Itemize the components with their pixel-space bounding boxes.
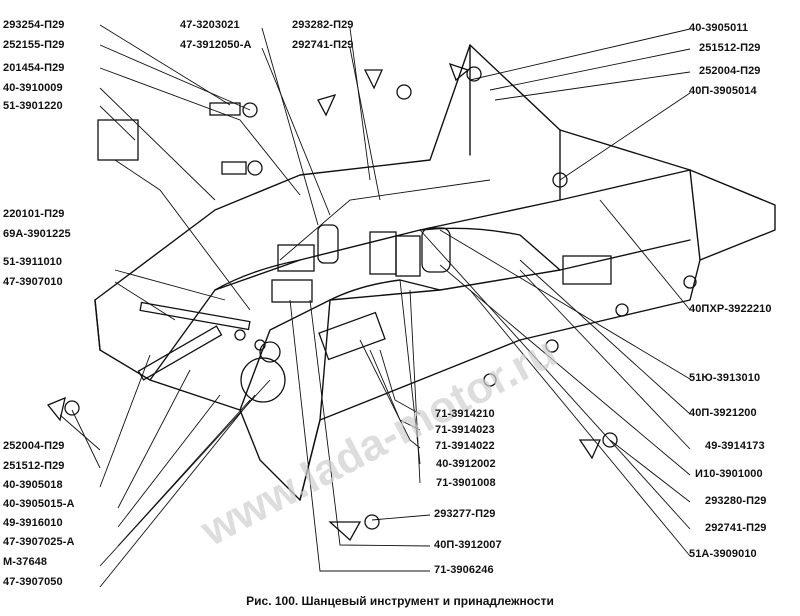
part-label: 71-3906246 xyxy=(434,564,494,576)
part-label: 69А-3901225 xyxy=(3,228,71,240)
part-label: 51-3911010 xyxy=(3,256,63,268)
part-label: 71-3901008 xyxy=(436,477,496,489)
part-label: 220101-П29 xyxy=(3,208,65,220)
part-label: 71-3914023 xyxy=(435,424,495,436)
part-label: И10-3901000 xyxy=(695,468,763,480)
part-label: 293280-П29 xyxy=(705,495,767,507)
part-label: 49-3914173 xyxy=(705,440,765,452)
part-label: 51Ю-3913010 xyxy=(689,372,761,384)
part-label: 40-3905011 xyxy=(689,22,749,34)
part-label: 47-3907025-А xyxy=(3,536,75,548)
part-label: 47-3907010 xyxy=(3,276,63,288)
part-label: 49-3916010 xyxy=(3,517,63,529)
part-label: 40ПХР-3922210 xyxy=(689,303,772,315)
part-label: 47-3907050 xyxy=(3,576,63,588)
canister-2 xyxy=(395,235,421,277)
first-aid-kit xyxy=(277,244,315,272)
part-label: 51-3901220 xyxy=(3,100,63,112)
part-label: 252004-П29 xyxy=(3,440,65,452)
crowbar xyxy=(139,301,251,331)
part-label: 40-3905018 xyxy=(3,479,63,491)
part-label: М-37648 xyxy=(3,556,48,568)
shovel-handle xyxy=(137,325,223,381)
part-label: 51А-3909010 xyxy=(689,548,757,560)
tow-block xyxy=(562,255,612,285)
bucket xyxy=(421,227,451,273)
figure-caption: Рис. 100. Шанцевый инструмент и принадле… xyxy=(246,594,554,608)
part-label: 293282-П29 xyxy=(292,19,354,31)
part-label: 292741-П29 xyxy=(292,39,354,51)
part-label: 71-3914210 xyxy=(435,408,495,420)
part-label: 292741-П29 xyxy=(705,522,767,534)
part-label: 252004-П29 xyxy=(699,65,761,77)
part-label: 251512-П29 xyxy=(699,42,761,54)
part-label: 252155-П29 xyxy=(3,39,65,51)
part-label: 40-3910009 xyxy=(3,82,63,94)
part-label: 201454-П29 xyxy=(3,62,65,74)
part-label: 47-3912050-А xyxy=(180,39,252,51)
part-label: 40П-3921200 xyxy=(689,407,757,419)
part-label: 40-3905015-А xyxy=(3,498,75,510)
part-label: 40П-3905014 xyxy=(689,85,757,97)
part-label: 293254-П29 xyxy=(3,19,65,31)
part-label: 47-3203021 xyxy=(180,19,240,31)
cable-coil xyxy=(240,357,286,403)
parts-box xyxy=(318,311,386,361)
tool-bag xyxy=(271,279,313,303)
part-label: 293277-П29 xyxy=(434,508,496,520)
canister-1 xyxy=(369,231,397,275)
part-label: 40-3912002 xyxy=(436,458,496,470)
part-label: 251512-П29 xyxy=(3,460,65,472)
part-label: 71-3914022 xyxy=(435,440,495,452)
part-label: 40П-3912007 xyxy=(434,539,502,551)
fire-extinguisher xyxy=(317,224,339,264)
